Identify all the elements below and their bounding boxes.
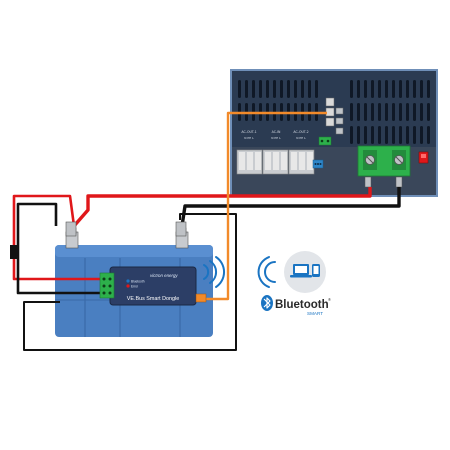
vent-slot — [378, 126, 381, 144]
positive-dc-cable — [72, 187, 372, 228]
vent-slot — [413, 80, 416, 98]
led-bluetooth-label: Bluetooth — [131, 280, 145, 284]
vent-slot — [294, 80, 297, 98]
vent-slot — [420, 103, 423, 121]
vent-slot — [385, 103, 388, 121]
laptop-icon — [290, 264, 312, 278]
bluetooth-smart-label: SMART — [307, 311, 323, 316]
ac-out-2-terminal-labels: N PE L — [296, 136, 306, 140]
vent-slot — [364, 126, 367, 144]
dongle-model: VE.Bus Smart Dongle — [127, 296, 179, 302]
vent-slot — [392, 80, 395, 98]
inline-fuse — [10, 245, 18, 259]
led-error — [126, 284, 130, 288]
vent-slot — [392, 103, 395, 121]
ac-out-1-terminal-labels: N PE L — [244, 136, 254, 140]
battery-cable-lugs — [65, 221, 187, 237]
vent-slot — [238, 80, 241, 98]
vent-slot — [301, 80, 304, 98]
dongle-green-terminal — [99, 272, 115, 299]
vent-slot — [357, 103, 360, 121]
vent-slot — [350, 126, 353, 144]
dongle-rj45-plug — [195, 293, 207, 303]
vent-slot — [427, 126, 430, 144]
vent-slot — [259, 80, 262, 98]
vent-slot — [406, 80, 409, 98]
vent-slot — [399, 126, 402, 144]
vent-slot — [287, 80, 290, 98]
vent-slot — [357, 80, 360, 98]
vent-slot — [252, 80, 255, 98]
vent-slot — [266, 80, 269, 98]
vent-slot — [378, 103, 381, 121]
vent-slot — [364, 80, 367, 98]
ac-out-2-terminal-block — [288, 149, 315, 175]
vent-slot — [378, 80, 381, 98]
vent-slot — [350, 80, 353, 98]
bluetooth-badge: Bluetooth ® SMART — [257, 251, 331, 316]
bluetooth-wordmark: Bluetooth — [275, 299, 329, 311]
vent-slot — [357, 126, 360, 144]
battery-sense-loop — [23, 213, 237, 351]
vent-slot — [315, 80, 318, 98]
vent-slot — [420, 126, 423, 144]
vent-slot — [406, 103, 409, 121]
ve-bus-data-cable — [205, 111, 327, 301]
vent-slot — [385, 126, 388, 144]
ac-out-1-label: AC-OUT-1 — [241, 130, 256, 134]
vent-slot — [273, 80, 276, 98]
battery-lid — [55, 245, 213, 257]
aux-green-connector — [318, 136, 332, 146]
ac-in-terminal-block — [262, 149, 289, 175]
vent-slot — [308, 80, 311, 98]
vent-slot — [413, 126, 416, 144]
negative-dc-cable — [180, 187, 401, 227]
vent-slot — [392, 126, 395, 144]
vent-slot — [385, 80, 388, 98]
vent-slot — [399, 80, 402, 98]
vent-slot — [371, 103, 374, 121]
vent-slot — [406, 126, 409, 144]
positive-loop-cable — [12, 194, 105, 281]
vent-slot — [371, 80, 374, 98]
vent-slot — [413, 103, 416, 121]
dc-terminal-block — [357, 145, 411, 177]
wifi-signal-icon — [203, 256, 225, 288]
vent-slot — [280, 80, 283, 98]
bluetooth-logo-icon — [261, 295, 273, 311]
vent-slot — [399, 103, 402, 121]
vent-slot — [364, 103, 367, 121]
power-switch — [418, 151, 429, 164]
vent-slot — [245, 80, 248, 98]
ac-out-1-terminal-block — [236, 149, 263, 175]
vent-slot — [371, 126, 374, 144]
bluetooth-trademark: ® — [328, 297, 331, 302]
ac-in-terminal-labels: N PE L — [271, 136, 281, 140]
vent-slot — [350, 103, 353, 121]
led-bluetooth — [126, 279, 130, 283]
ac-in-label: AC-IN — [272, 130, 281, 134]
ac-out-2-label: AC-OUT-2 — [293, 130, 308, 134]
vent-slot — [427, 80, 430, 98]
negative-loop-cable — [16, 202, 105, 295]
cables — [10, 111, 401, 351]
vent-slot — [420, 80, 423, 98]
ve-bus-smart-dongle: victron energy Bluetooth Error VE.Bus Sm… — [99, 266, 207, 306]
vent-slot — [427, 103, 430, 121]
dongle-brand: victron energy — [150, 273, 178, 278]
aux-blue-connector — [312, 159, 324, 169]
led-error-label: Error — [131, 285, 139, 289]
inverter-charger: AC-OUT-1 N PE L AC-IN N PE L AC-OUT-2 N … — [230, 69, 438, 197]
phone-icon — [312, 264, 320, 277]
signal-waves-icon — [257, 256, 276, 288]
